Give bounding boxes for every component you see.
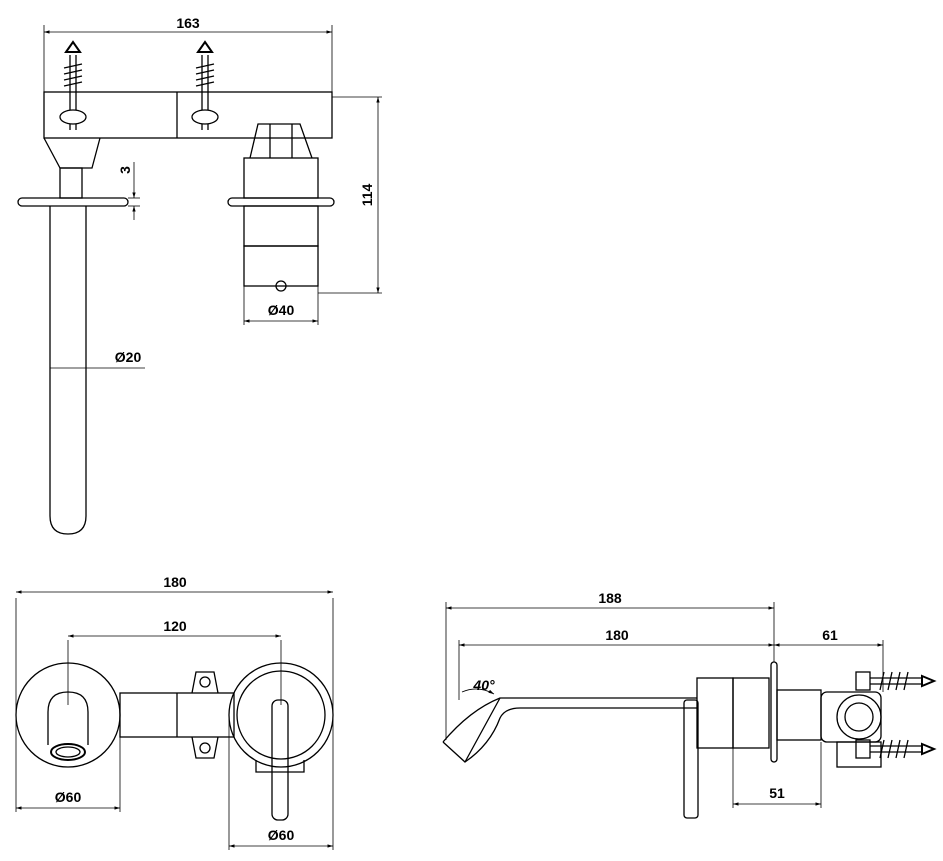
wall-screw-left xyxy=(59,40,87,130)
spout-top xyxy=(17,137,145,535)
side-lever xyxy=(683,699,699,819)
wall-screw-right xyxy=(191,40,219,130)
dim-3: 3 xyxy=(117,166,133,174)
dim-180-front: 180 xyxy=(163,574,187,590)
dim-188: 188 xyxy=(598,590,622,606)
wall-plate xyxy=(770,661,778,763)
dim-120: 120 xyxy=(163,618,187,634)
mixer-lever xyxy=(271,699,289,821)
dim-angle-40: 40° xyxy=(472,677,495,693)
spout-side xyxy=(442,697,697,763)
mixer-body-top xyxy=(227,123,335,292)
front-view: 180 120 Ø60 Ø60 xyxy=(15,574,334,850)
dim-dia60-right: Ø60 xyxy=(268,827,295,843)
dim-dia60-left: Ø60 xyxy=(55,789,82,805)
top-body-bar xyxy=(43,91,333,139)
dim-dia40: Ø40 xyxy=(268,302,295,318)
dim-dia20: Ø20 xyxy=(115,349,142,365)
dim-51: 51 xyxy=(769,785,785,801)
dim-61: 61 xyxy=(822,627,838,643)
dim-163: 163 xyxy=(176,15,200,31)
top-view: 163 114 3 Ø40 Ø20 xyxy=(17,15,382,535)
side-valve-body xyxy=(820,691,882,768)
side-handle-base xyxy=(696,677,734,749)
side-view: 188 180 61 51 40° xyxy=(442,590,937,819)
dim-114: 114 xyxy=(359,183,375,206)
dim-180-side: 180 xyxy=(605,627,629,643)
side-screw-bottom xyxy=(855,739,937,759)
side-screw-top xyxy=(855,671,937,691)
front-screw-bottom xyxy=(191,736,219,759)
front-screw-top xyxy=(191,671,219,694)
